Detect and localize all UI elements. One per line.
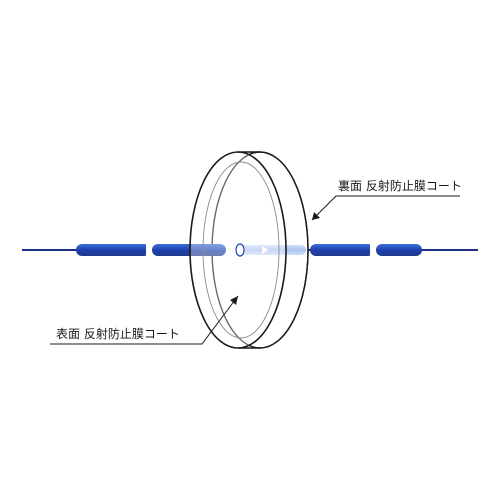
beam-arrow	[146, 244, 156, 256]
beam-segment	[236, 245, 306, 255]
front-surface-callout: 表面 反射防止膜コート	[50, 295, 239, 345]
back-surface-label: 裏面 反射防止膜コート	[338, 178, 462, 193]
beam-entry-spot	[235, 243, 245, 257]
leader-line	[311, 195, 460, 221]
beam-segment	[310, 244, 374, 256]
outgoing-beam	[310, 244, 422, 256]
back-surface-callout: 裏面 反射防止膜コート	[311, 178, 462, 221]
front-surface-label: 表面 反射防止膜コート	[56, 326, 180, 341]
lens-side-wall	[238, 151, 309, 349]
lens-front-inner-ring	[202, 161, 280, 339]
internal-beam	[236, 245, 306, 255]
beam-segment	[76, 244, 150, 256]
leader-line	[50, 295, 239, 345]
beam-arrow	[262, 246, 268, 254]
beam-segment	[376, 244, 422, 256]
leader-arrowhead	[312, 212, 320, 220]
leader-arrowhead	[230, 296, 238, 305]
incoming-beam	[76, 244, 226, 256]
beam-arrow	[370, 244, 380, 256]
beam-segment	[152, 244, 226, 256]
